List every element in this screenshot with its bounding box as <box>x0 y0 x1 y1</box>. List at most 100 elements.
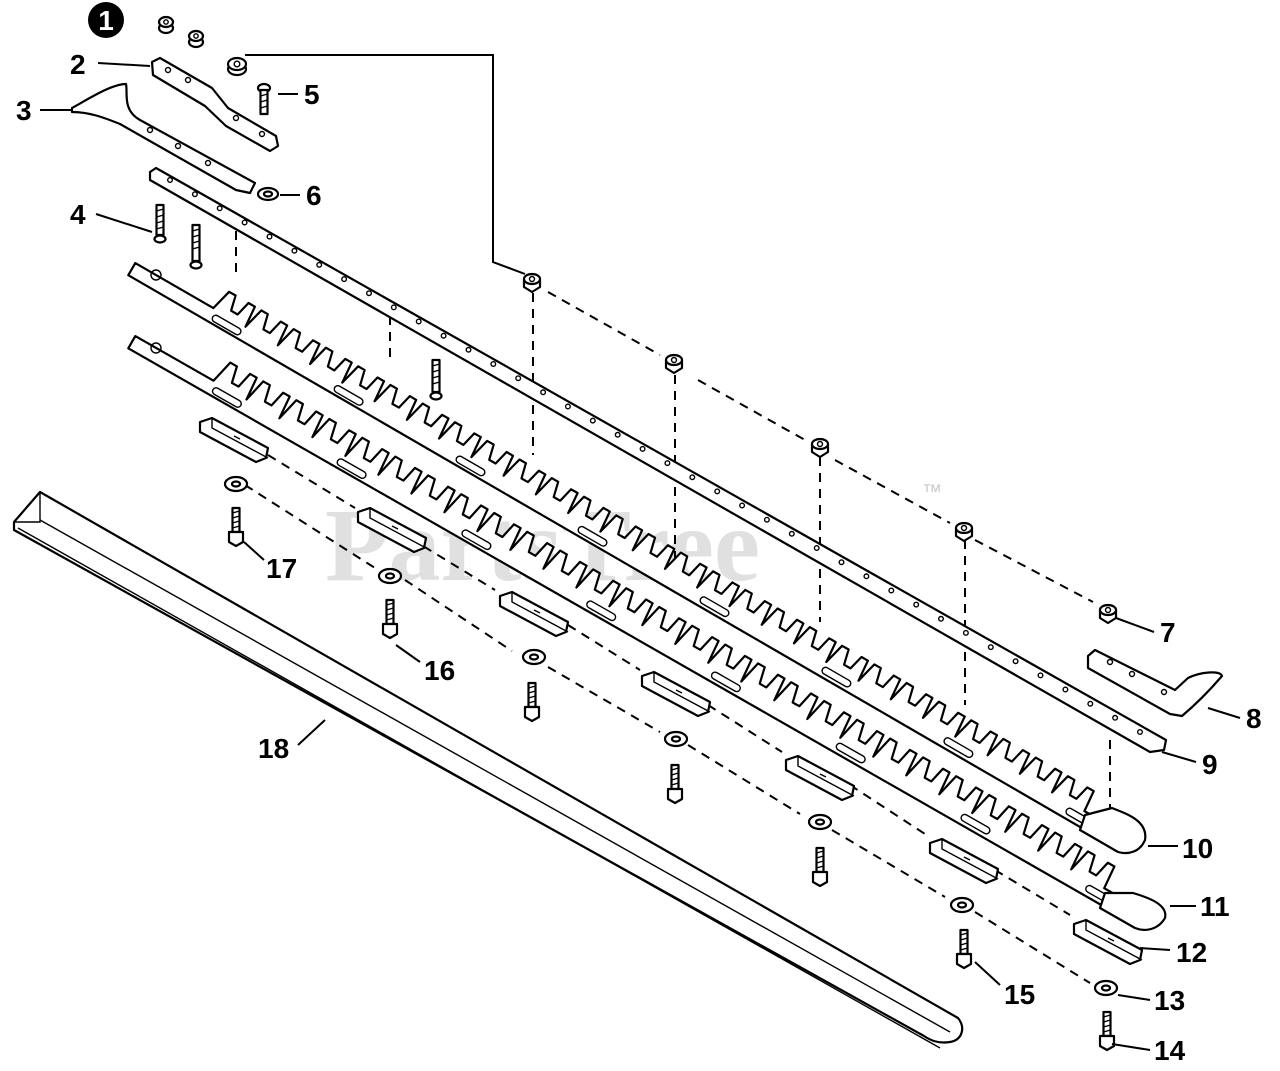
hex-nut <box>664 353 684 375</box>
callout-15: 15 <box>1004 979 1035 1010</box>
spacer-clip <box>1072 918 1144 966</box>
bar-hole <box>515 375 522 382</box>
bar-hole <box>564 403 571 410</box>
bar-hole <box>714 488 721 495</box>
washer <box>663 730 689 748</box>
callout-labels: 1 2 3 4 5 6 7 8 9 10 11 12 13 14 15 16 1… <box>16 2 1262 1066</box>
bar-hole <box>241 219 248 226</box>
bar-hole <box>1136 729 1143 736</box>
bar-hole <box>166 176 173 183</box>
bar-hole <box>863 573 870 580</box>
bar-hole <box>266 233 273 240</box>
part-7-nuts <box>522 272 1118 625</box>
blade-slot <box>586 600 617 622</box>
bar-hole <box>938 615 945 622</box>
bolt <box>955 928 973 970</box>
bar-hole <box>1012 658 1019 665</box>
leader-line-nuts <box>245 54 526 275</box>
part-9-upper-bar <box>148 166 1168 754</box>
blade-slot <box>960 813 991 835</box>
blade-slot <box>211 387 242 408</box>
watermark-trademark: ™ <box>922 481 942 503</box>
callout-16: 16 <box>424 655 455 686</box>
bolt <box>523 681 541 723</box>
callout-9: 9 <box>1202 749 1218 780</box>
part-18-cover <box>12 490 964 1049</box>
part-10-upper-blade <box>127 262 1147 855</box>
callout-7: 7 <box>1160 617 1176 648</box>
bar-hole <box>490 361 497 368</box>
lower-fasteners <box>223 475 1119 1052</box>
callout-1: 1 <box>98 5 114 36</box>
bar-hole <box>888 587 895 594</box>
part-12-spacer-clips <box>198 416 1144 966</box>
callout-14: 14 <box>1154 1035 1186 1066</box>
bar-hole <box>689 474 696 481</box>
callout-10: 10 <box>1182 833 1213 864</box>
blade-slot <box>699 596 730 618</box>
bar-hole <box>191 191 198 198</box>
washer <box>223 475 249 493</box>
part-3-guard-plate <box>70 82 257 195</box>
spacer-clip <box>640 670 712 718</box>
blade-slot <box>461 529 492 551</box>
bolt <box>1098 1010 1116 1052</box>
bar-hole <box>390 304 397 311</box>
callout-3: 3 <box>16 95 32 126</box>
callout-leaders <box>40 62 1241 1051</box>
washer <box>377 567 403 585</box>
hex-nut <box>1098 603 1118 625</box>
spacer-clip <box>928 837 1000 885</box>
hex-nut <box>810 437 830 459</box>
part-5-bolt <box>256 82 272 116</box>
bar-hole <box>440 332 447 339</box>
bar-hole <box>739 502 746 509</box>
bar-hole <box>291 247 298 254</box>
bar-hole <box>614 431 621 438</box>
callout-12: 12 <box>1176 937 1207 968</box>
bar-hole <box>589 417 596 424</box>
washer <box>807 813 833 831</box>
bar-hole <box>913 601 920 608</box>
bar-hole <box>341 276 348 283</box>
bar-hole <box>540 389 547 396</box>
callout-2: 2 <box>70 49 86 80</box>
bolt <box>227 506 245 548</box>
part-2-bracket <box>150 56 280 153</box>
blade-slot <box>710 671 741 693</box>
bar-hole <box>838 559 845 566</box>
callout-11: 11 <box>1200 891 1230 922</box>
blade-slot <box>455 455 486 477</box>
blade-slot <box>211 314 242 336</box>
callout-1-badge <box>88 2 124 38</box>
bar-hole <box>216 205 223 212</box>
callout-17: 17 <box>266 553 297 584</box>
bar-hole <box>366 290 373 297</box>
bar-hole <box>1037 672 1044 679</box>
blade-slot <box>821 666 852 688</box>
bar-hole <box>664 460 671 467</box>
callout-13: 13 <box>1154 985 1185 1016</box>
washer <box>949 896 975 914</box>
washer <box>521 648 547 666</box>
spacer-clip <box>784 754 856 802</box>
bar-hole <box>465 346 472 353</box>
bolt <box>381 598 399 640</box>
callout-6: 6 <box>306 180 322 211</box>
spacer-clip <box>498 590 570 638</box>
hex-nut <box>954 521 974 543</box>
blade-slot <box>835 742 866 764</box>
blade-slot <box>943 737 974 759</box>
bar-hole <box>1062 686 1069 693</box>
bolt <box>666 763 684 805</box>
alignment-lines <box>235 215 1111 984</box>
bar-hole <box>639 445 646 452</box>
spacer-clip <box>356 506 428 554</box>
bar-hole <box>1112 714 1119 721</box>
callout-8: 8 <box>1246 703 1262 734</box>
part-6-washer <box>256 186 280 202</box>
part-1-nuts <box>157 15 248 77</box>
bar-hole <box>962 629 969 636</box>
